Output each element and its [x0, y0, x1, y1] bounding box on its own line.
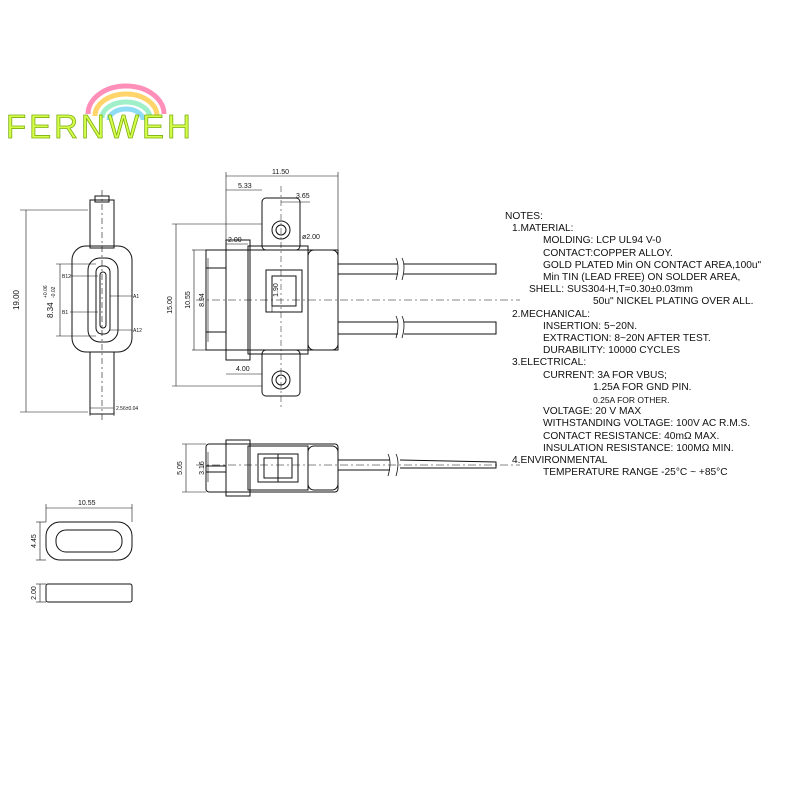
notes-contact-resistance: CONTACT RESISTANCE: 40mΩ MAX.	[543, 430, 720, 442]
notes-nickel: 50u" NICKEL PLATING OVER ALL.	[593, 296, 754, 308]
dim-side-tol-plus: +0.06	[43, 285, 49, 298]
dim-top-hole: ø2.00	[302, 234, 320, 241]
dim-top-body: 10.55	[185, 291, 192, 309]
dim-side-tol-minus: -0.02	[51, 286, 57, 298]
notes-temperature: TEMPERATURE RANGE -25°C ~ +85°C	[543, 467, 728, 479]
logo-text: FERNWEH	[6, 108, 194, 145]
dimension-labels: 19.00 8.34 +0.06 -0.02 2.56±0.04 B12 A1 …	[12, 169, 320, 600]
brand-logo: FERNWEH	[6, 83, 194, 145]
notes-insulation: INSULATION RESISTANCE: 100MΩ MIN.	[543, 442, 734, 454]
notes-withstanding: WITHSTANDING VOLTAGE: 100V AC R.M.S.	[543, 418, 751, 430]
notes-current: CURRENT: 3A FOR VBUS;	[543, 369, 667, 381]
dim-top-tab: 1.90	[273, 283, 280, 297]
pin-label-b1: B1	[62, 310, 68, 316]
notes-extraction: EXTRACTION: 8~20N AFTER TEST.	[543, 333, 711, 345]
dim-top-inner: 8.94	[199, 293, 206, 307]
dim-top-left: 5.33	[238, 183, 252, 190]
notes-block: NOTES: 1.MATERIAL: MOLDING: LCP UL94 V-0…	[505, 211, 795, 479]
end-view	[36, 504, 133, 603]
notes-environmental-heading: 4.ENVIRONMENTAL	[512, 455, 608, 467]
side-view	[20, 190, 133, 420]
dim-end-depth: 2.00	[31, 586, 38, 600]
notes-other: 0.25A FOR OTHER.	[593, 395, 670, 406]
notes-contact: CONTACT:COPPER ALLOY.	[543, 247, 673, 259]
dim-top-height: 15.00	[167, 296, 174, 314]
notes-molding: MOLDING: LCP UL94 V-0	[543, 235, 662, 247]
dim-top-base: 4.00	[236, 366, 250, 373]
notes-gold: GOLD PLATED Min ON CONTACT AREA,100u"	[543, 259, 762, 271]
front-view	[182, 439, 520, 497]
dim-side-width: 2.56±0.04	[116, 406, 138, 412]
top-view	[172, 172, 520, 410]
pin-label-a1: A1	[133, 294, 139, 300]
dim-end-height: 4.45	[31, 534, 38, 548]
notes-gnd: 1.25A FOR GND PIN.	[593, 381, 692, 393]
notes-title: NOTES:	[505, 211, 543, 222]
notes-tin: Min TIN (LEAD FREE) ON SOLDER AREA,	[543, 272, 741, 284]
dim-top-left-offset: 2.00	[228, 237, 242, 244]
pin-label-b12: B12	[62, 274, 71, 280]
notes-electrical-heading: 3.ELECTRICAL:	[512, 357, 587, 369]
rainbow-icon	[85, 83, 167, 121]
dim-end-width: 10.55	[78, 500, 96, 507]
dim-front-inner: 3.16	[199, 461, 206, 475]
notes-material-heading: 1.MATERIAL:	[512, 223, 574, 235]
dim-front-height: 5.05	[177, 461, 184, 475]
notes-shell: SHELL: SUS304-H,T=0.30±0.03mm	[529, 284, 693, 296]
dim-top-overall: 11.50	[272, 169, 289, 176]
notes-durability: DURABILITY: 10000 CYCLES	[543, 345, 681, 357]
pin-label-a12: A12	[133, 328, 142, 334]
notes-insertion: INSERTION: 5~20N.	[543, 320, 638, 332]
dim-top-right: 3.65	[296, 193, 310, 200]
dim-side-height: 19.00	[12, 289, 21, 310]
dim-side-inner: 8.34	[46, 302, 55, 318]
notes-mechanical-heading: 2.MECHANICAL:	[512, 308, 591, 320]
notes-voltage: VOLTAGE: 20 V MAX	[543, 406, 642, 418]
